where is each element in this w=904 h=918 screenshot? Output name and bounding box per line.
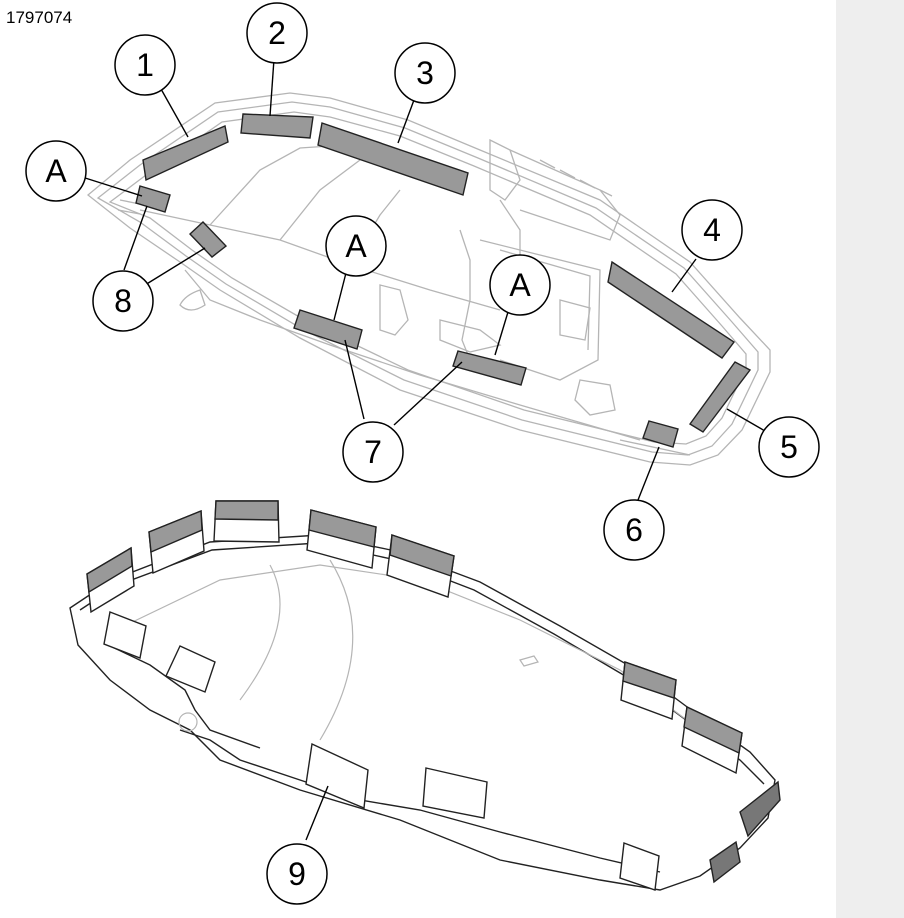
tab-white-3 [305,742,369,810]
callout-label: A [45,153,67,189]
leader-lines [81,58,766,841]
callout-label: 2 [268,15,286,51]
callout-label: 9 [288,856,306,892]
callout-label: 1 [136,47,154,83]
pad-2 [240,113,314,139]
pad-7-left [293,309,363,350]
callout-1: 1 [114,34,176,96]
pad-a-left [135,185,171,213]
callout-a-right: A [489,254,551,316]
tab-grey-5 [386,534,455,598]
lid-pads [135,113,752,448]
tab-white-1 [103,611,147,659]
callout-label: 7 [364,434,382,470]
tab-grey-6 [620,661,677,720]
callout-7: 7 [342,421,404,483]
liner-inner-lineart [119,559,701,741]
tab-grey-2 [148,509,205,575]
callout-label: A [345,228,367,264]
pad-4 [607,260,736,359]
tab-white-2 [165,645,216,693]
callout-3: 3 [394,42,456,104]
tab-grey-3 [213,500,280,543]
callout-label: 8 [114,283,132,319]
callout-label: 6 [625,512,643,548]
figure-id: 1797074 [6,8,73,27]
callout-a-left: A [25,140,87,202]
callout-label: 4 [703,212,721,248]
lid-assembly-lineart [86,92,771,466]
tab-grey-1 [86,546,135,614]
callout-6: 6 [603,499,665,561]
callout-label: A [509,267,531,303]
tab-white-4 [422,767,488,819]
callout-8: 8 [92,270,154,332]
tab-dark-2 [709,840,741,884]
tab-white-5 [619,842,660,891]
pad-1 [142,125,229,182]
right-margin-strip [836,0,904,918]
callout-9: 9 [266,843,328,905]
pad-8 [189,221,228,258]
pad-7-right [452,350,527,386]
callout-label: 5 [780,429,798,465]
pad-3 [317,122,469,196]
pad-5 [688,361,752,433]
tab-grey-7 [681,705,743,775]
tab-grey-4 [306,509,377,569]
callout-a-middle: A [325,215,387,277]
callout-2: 2 [246,2,308,64]
callout-5: 5 [758,416,820,478]
callout-4: 4 [681,199,743,261]
liner-hole [178,712,198,732]
liner-tabs [86,500,781,891]
callout-label: 3 [416,55,434,91]
pad-6 [642,420,679,448]
tab-dark-1 [739,780,781,838]
